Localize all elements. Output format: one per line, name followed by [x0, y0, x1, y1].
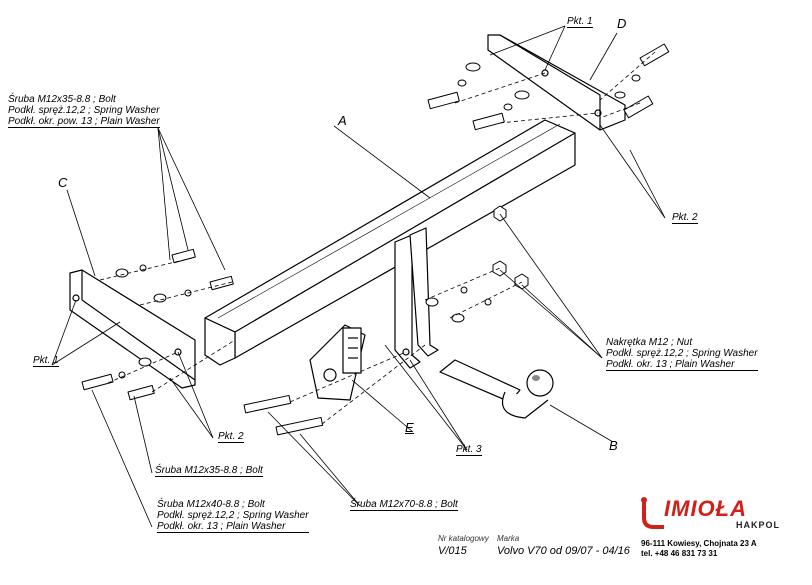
callout-top-left: Śruba M12x35-8.8 ; Bolt Podkł. spręż.12,…: [8, 94, 160, 128]
bracket-c: [69, 269, 196, 389]
hanger-plates: [394, 227, 439, 369]
label-pkt3: Pkt. 3: [456, 444, 482, 456]
label-pkt1-top: Pkt. 1: [567, 16, 593, 28]
callout-bolt-35: Śruba M12x35-8.8 ; Bolt: [155, 465, 263, 477]
catalog-label: Nr katalogowy: [438, 534, 489, 543]
company-address: 96-111 Kowiesy, Chojnata 23 A: [641, 539, 757, 548]
assembly-lines: [99, 51, 656, 425]
callout-bolt-40: Śruba M12x40-8.8 ; Bolt Podkł. spręż.12,…: [157, 499, 309, 533]
main-crossbeam: [204, 119, 576, 366]
label-pkt2-right: Pkt. 2: [672, 212, 698, 224]
callout-line: Podkł. spręż.12,2 ; Spring Washer: [8, 105, 160, 116]
label-pkt1-left: Pkt. 1: [33, 355, 59, 367]
bracket-d: [487, 34, 626, 131]
callout-line: Podkł. okr. 13 ; Plain Washer: [606, 359, 758, 371]
fasteners: [81, 43, 670, 436]
brand-value: Volvo V70 od 09/07 - 04/16: [497, 545, 630, 557]
label-a: A: [338, 113, 347, 128]
brand-label: Marka: [497, 534, 520, 543]
label-b: B: [609, 438, 618, 453]
callout-line: Podkł. okr. pow. 13 ; Plain Washer: [8, 116, 160, 128]
catalog-value: V/015: [438, 545, 467, 557]
label-c: C: [58, 175, 68, 190]
callout-line: Podkł. spręż.12,2 ; Spring Washer: [606, 348, 758, 359]
callout-bolt-70: Śruba M12x70-8.8 ; Bolt: [350, 499, 458, 511]
callout-line: Podkł. okr. 13 ; Plain Washer: [157, 521, 309, 533]
company-logo-text: IMIOŁA: [664, 496, 747, 521]
callout-nut: Nakrętka M12 ; Nut Podkł. spręż.12,2 ; S…: [606, 337, 758, 371]
callout-line: Śruba M12x35-8.8 ; Bolt: [8, 94, 116, 105]
label-d: D: [617, 16, 627, 31]
company-logo-icon: [641, 497, 664, 529]
label-pkt2-bottom: Pkt. 2: [218, 431, 244, 443]
leader-lines: [51, 25, 666, 528]
label-e: E: [405, 420, 414, 435]
callout-line: Śruba M12x40-8.8 ; Bolt: [157, 499, 265, 510]
socket-plate-e: [309, 324, 366, 401]
ball-neck-b: [439, 359, 554, 419]
company-logo-sub: HAKPOL: [736, 520, 780, 530]
callout-line: Nakrętka M12 ; Nut: [606, 337, 693, 348]
callout-line: Podkł. spręż.12,2 ; Spring Washer: [157, 510, 309, 521]
company-phone: tel. +48 46 831 73 31: [641, 549, 718, 558]
